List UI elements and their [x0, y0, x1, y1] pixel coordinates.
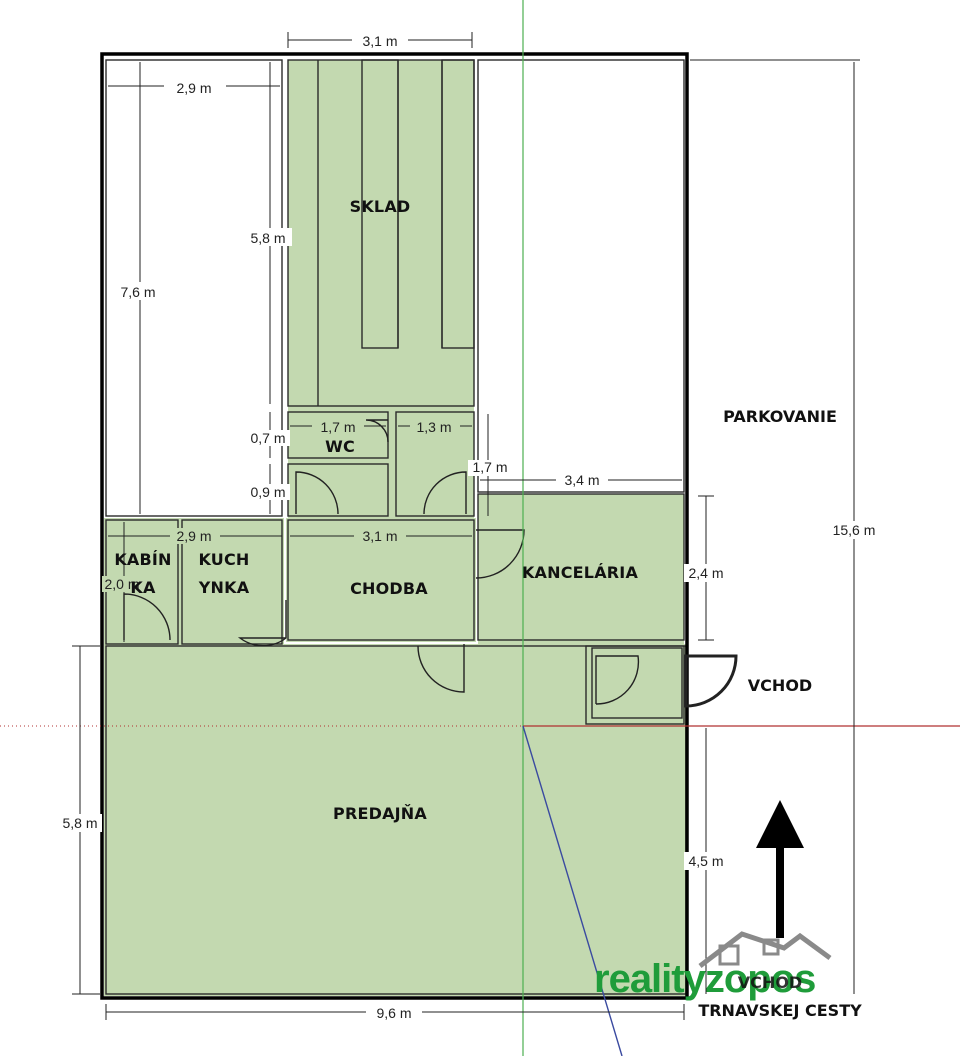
dim-total-height: 15,6 m: [833, 522, 876, 538]
room-label-kancelaria: KANCELÁRIA: [522, 563, 638, 582]
arrow-up-icon: [756, 800, 804, 938]
room-label-kuchynka-2: YNKA: [198, 578, 250, 597]
label-parkovanie: PARKOVANIE: [723, 407, 837, 426]
label-street-1: VCHOD: [738, 973, 802, 992]
dim-hall-width: 1,3 m: [416, 419, 451, 435]
sklad-fill: [288, 60, 474, 410]
dim-wc-width: 1,7 m: [320, 419, 355, 435]
axis-blue-line: [522, 725, 623, 1056]
dim-chodba-width: 3,1 m: [362, 528, 397, 544]
dim-sklad-height: 5,8 m: [250, 230, 285, 246]
door-kuchynka: [237, 600, 287, 647]
dim-top-width: 3,1 m: [362, 33, 397, 49]
dim-wc2-height: 0,9 m: [250, 484, 285, 500]
door-vestibule: [595, 655, 640, 705]
dim-predajna-height: 5,8 m: [62, 815, 97, 831]
left-room-outline: [105, 59, 283, 517]
kancelaria-fill: [478, 494, 684, 644]
dim-kancelaria-height: 2,4 m: [688, 565, 723, 581]
door-predajna: [417, 644, 465, 693]
door-wc2: [295, 471, 339, 515]
room-outlines: [105, 59, 687, 995]
door-entrance: [684, 654, 738, 708]
door-kabinka: [123, 593, 171, 641]
dim-total-width: 9,6 m: [376, 1005, 411, 1021]
house-icon: [698, 931, 832, 968]
room-label-kuchynka-1: KUCH: [198, 550, 249, 569]
room-label-sklad: SKLAD: [350, 197, 411, 216]
dimension-labels: 3,1 m 2,9 m 7,6 m 5,8 m 1,7 m 1,3 m 0,7 …: [58, 31, 882, 1022]
dim-hall-height: 1,7 m: [472, 459, 507, 475]
dim-left-room-height: 7,6 m: [120, 284, 155, 300]
chodba-outline: [287, 519, 475, 641]
dim-kuchynka-width: 2,9 m: [176, 528, 211, 544]
door-wc: [365, 419, 389, 443]
room-labels: SKLAD WC KABÍN KA KUCH YNKA CHODBA KANCE…: [114, 197, 638, 823]
dim-kabinka-height: 2,0 m: [104, 576, 139, 592]
dim-kancelaria-width: 3,4 m: [564, 472, 599, 488]
outside-labels: PARKOVANIE VCHOD: [723, 407, 837, 695]
vestibule-inner: [591, 647, 683, 719]
room-label-predajna: PREDAJŇA: [333, 804, 427, 823]
room-label-kabinka-1: KABÍN: [114, 550, 171, 569]
dim-wc-height: 0,7 m: [250, 430, 285, 446]
room-label-chodba: CHODBA: [350, 579, 428, 598]
door-kancelaria: [475, 529, 525, 579]
door-hall: [423, 471, 467, 515]
dim-entrance-height: 4,5 m: [688, 853, 723, 869]
kuchynka-outline: [181, 519, 283, 645]
right-room-outline: [477, 59, 685, 493]
room-label-kabinka-2: KA: [130, 578, 156, 597]
logo-text: realityzopos: [594, 957, 815, 1001]
outer-wall: [100, 52, 689, 1000]
doors: [123, 419, 738, 708]
label-street-2: TRNAVSKEJ CESTY: [698, 1001, 862, 1020]
predajna-fill: [104, 644, 688, 996]
label-vchod: VCHOD: [748, 676, 812, 695]
room-label-wc: WC: [325, 437, 355, 456]
dim-left-room-width: 2,9 m: [176, 80, 211, 96]
